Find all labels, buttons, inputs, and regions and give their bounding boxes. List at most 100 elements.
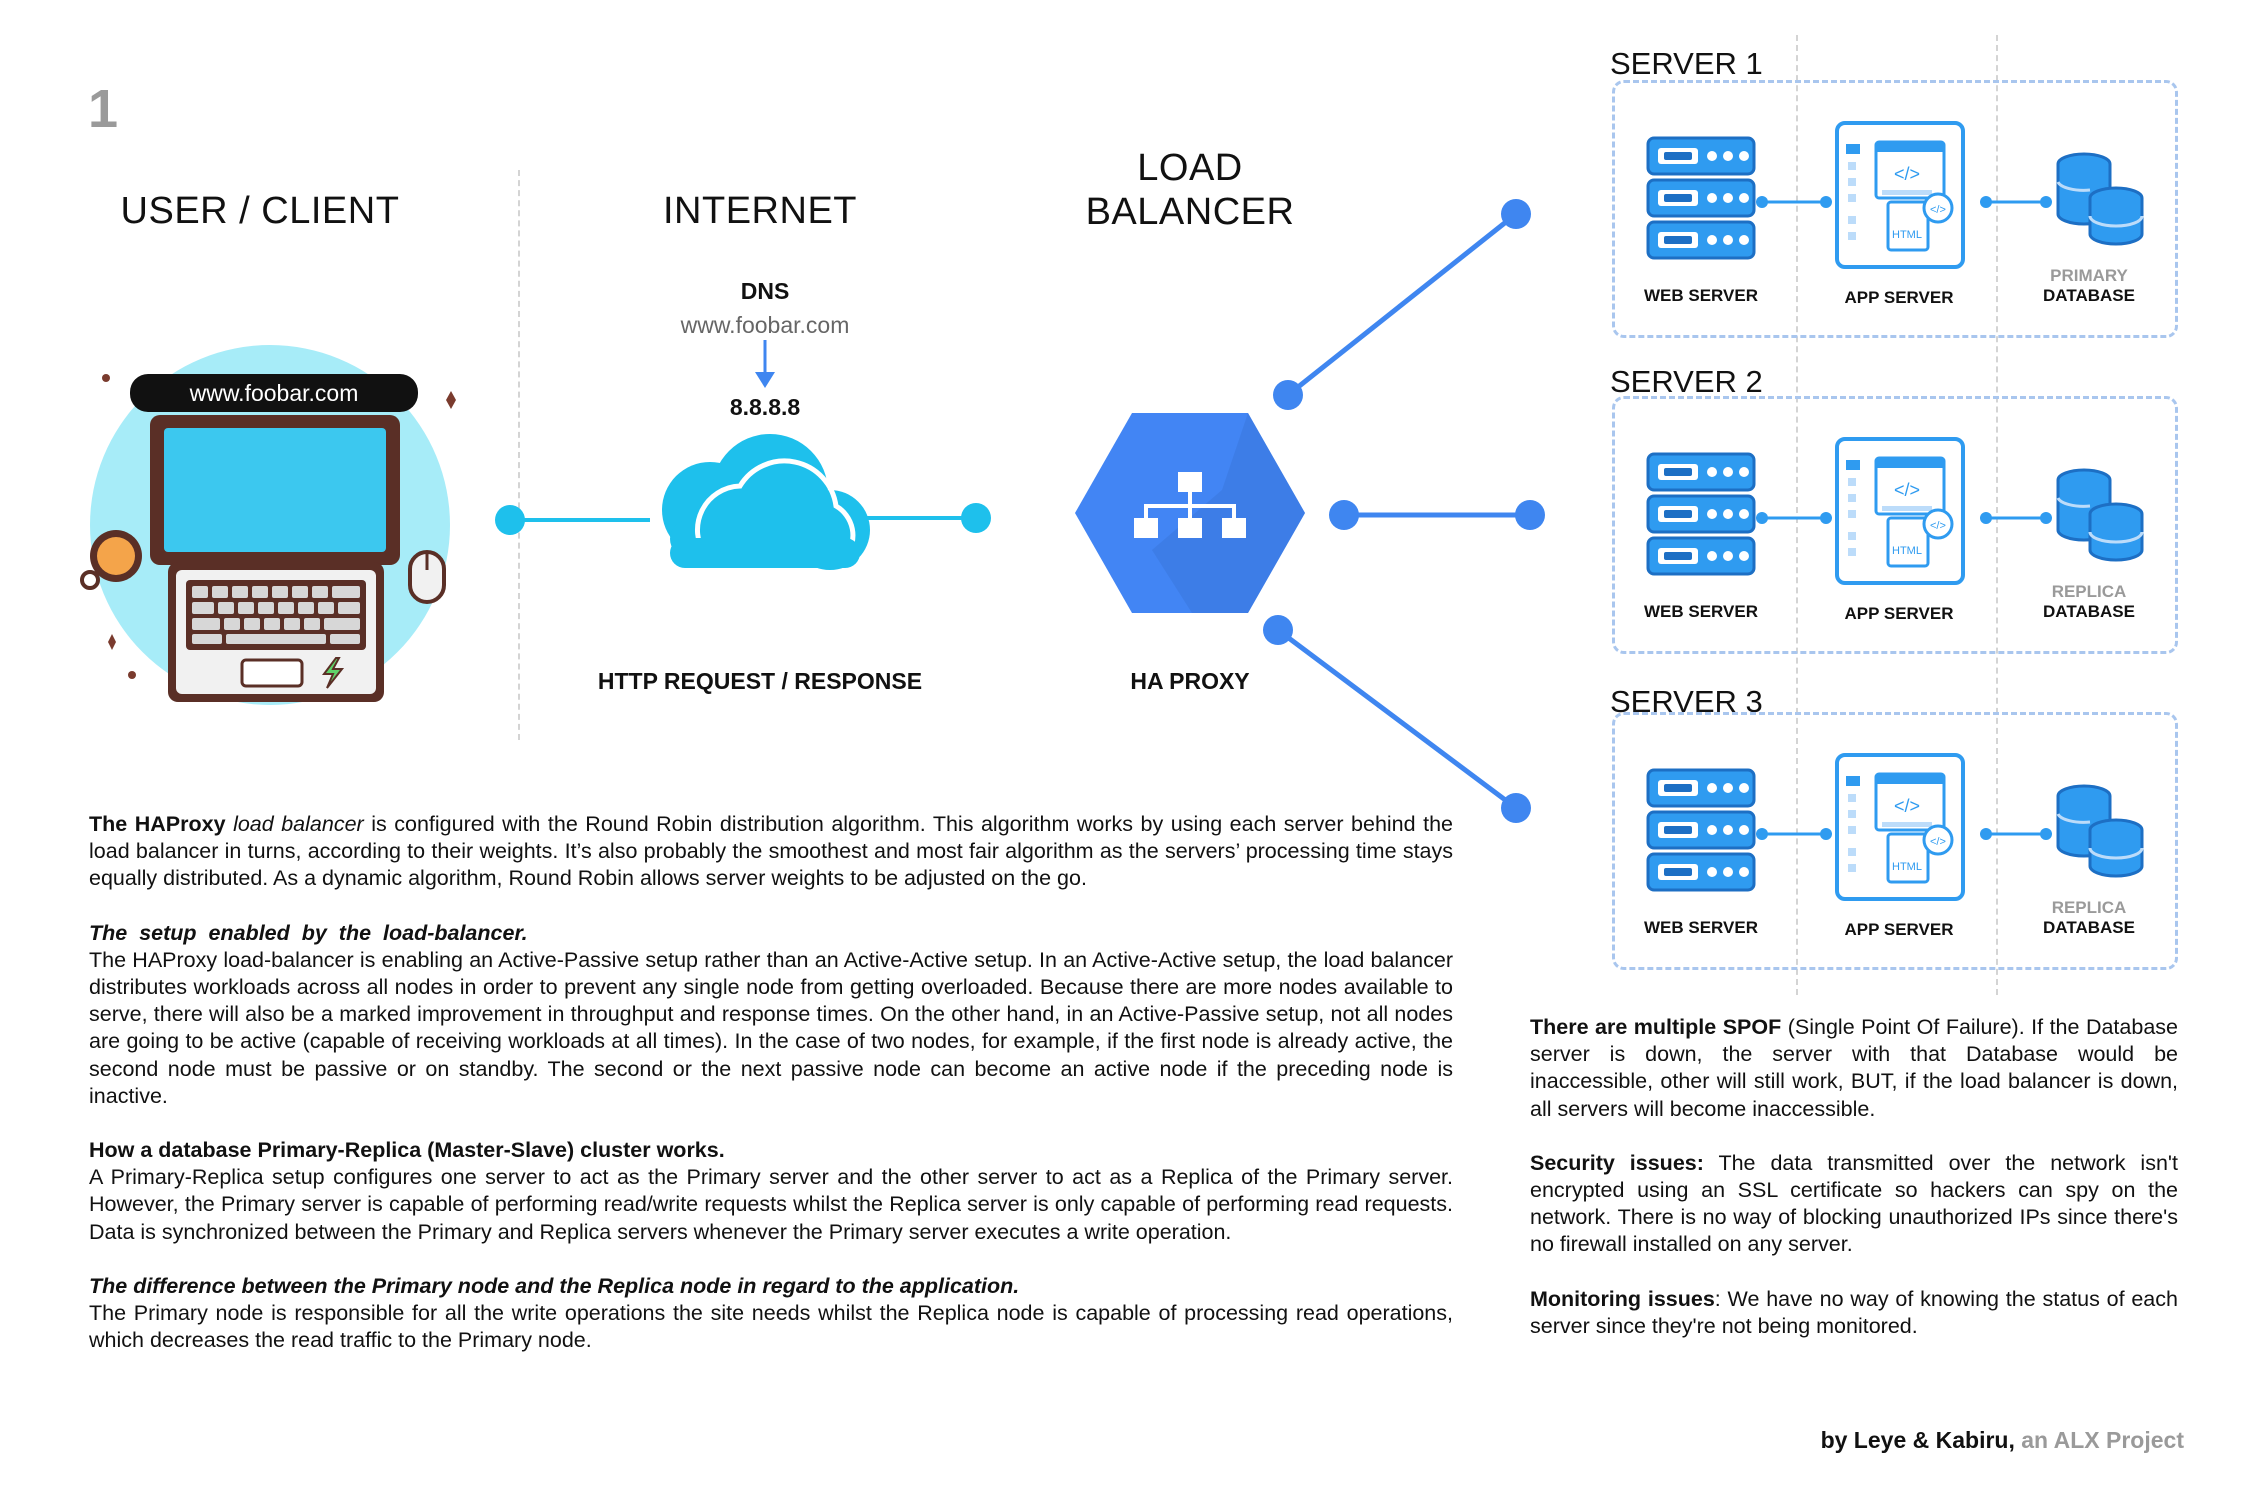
divider-client-internet (518, 170, 520, 740)
haproxy-hexagon-icon (1075, 413, 1305, 613)
sparkle-dot (128, 671, 136, 679)
node-dot-server3 (1501, 793, 1531, 823)
divider-servers-2 (1996, 35, 1998, 995)
sparkle-star (108, 634, 116, 650)
app-server-icon: </> HTML </> (1834, 436, 1966, 591)
hexagon-shade (1152, 413, 1305, 613)
paragraph-security: Security issues: The data transmitted ov… (1530, 1150, 2178, 1259)
web-server-icon (1646, 134, 1756, 269)
side-text-block: There are multiple SPOF (Single Point Of… (1530, 1014, 2178, 1367)
title-lb-line2: BALANCER (1085, 191, 1295, 233)
app-server-label: APP SERVER (1844, 288, 1954, 307)
svg-text:</>: </> (1930, 836, 1946, 848)
database-icon (2052, 782, 2152, 887)
coffee-cup-handle (80, 570, 100, 590)
title-load-balancer: LOAD BALANCER (1070, 146, 1310, 234)
svg-text:</>: </> (1930, 520, 1946, 532)
database-type: DATABASE (2043, 918, 2135, 937)
link-lb-server1 (1286, 212, 1518, 397)
svg-text:HTML: HTML (1892, 545, 1922, 557)
node-dot-server1 (1501, 199, 1531, 229)
client-url-pill: www.foobar.com (130, 374, 418, 412)
server-box (1612, 396, 2178, 654)
app-server-icon: </> HTML </> (1834, 120, 1966, 275)
setup-text: The HAProxy load-balancer is enabling an… (89, 947, 1453, 1108)
node-dot-lb-3 (1263, 615, 1293, 645)
monitoring-heading: Monitoring issues (1530, 1286, 1715, 1311)
app-server-icon: </>HTML</> (1834, 752, 1966, 907)
database-role: REPLICA (2051, 582, 2127, 601)
cloud-icon (662, 434, 870, 570)
app-server-label: APP SERVER (1844, 604, 1954, 623)
svg-text:</>: </> (1894, 480, 1920, 500)
main-text-block: The HAProxy load balancer is configured … (89, 811, 1453, 1381)
sparkle-star (446, 391, 456, 409)
setup-heading: The setup enabled by the load-balancer. (89, 920, 528, 945)
security-text: The data transmitted over the network is… (1530, 1150, 2178, 1257)
haproxy-term: The HAProxy (89, 812, 226, 836)
spof-text: (Single Point Of Failure). If the Databa… (1530, 1015, 2178, 1121)
database-icon (2052, 466, 2152, 571)
dns-label: DNS (740, 278, 790, 304)
sparkle-dot (102, 374, 110, 382)
server-connectors (1756, 824, 2056, 849)
node-dot-server2 (1515, 500, 1545, 530)
title-lb-line1: LOAD (1137, 147, 1243, 189)
spof-heading: There are multiple SPOF (1530, 1015, 1782, 1039)
credit-project: an ALX Project (2014, 1427, 2184, 1453)
security-heading: Security issues: (1530, 1150, 1704, 1175)
title-user-client: USER / CLIENT (120, 190, 400, 232)
web-server-label: WEB SERVER (1644, 286, 1758, 305)
haproxy-label: HA PROXY (1130, 668, 1250, 694)
database-type: DATABASE (2043, 602, 2135, 621)
http-link-label: HTTP REQUEST / RESPONSE (597, 668, 923, 694)
network-tree-icon (1134, 472, 1246, 538)
link-lb-server3 (1276, 627, 1518, 811)
paragraph-algorithm: The HAProxy load balancer is configured … (89, 811, 1453, 893)
difference-text: The Primary node is responsible for all … (89, 1301, 1453, 1353)
web-server-label: WEB SERVER (1644, 602, 1758, 621)
paragraph-setup: The setup enabled by the load-balancer.T… (89, 920, 1453, 1110)
primary-replica-heading: How a database Primary-Replica (Master-S… (89, 1138, 725, 1163)
paragraph-difference: The difference between the Primary node … (89, 1273, 1453, 1355)
page-number: 1 (88, 79, 119, 139)
web-server-label: WEB SERVER (1644, 918, 1758, 937)
web-server-icon (1646, 450, 1756, 585)
database-type: DATABASE (2043, 286, 2135, 305)
web-server-icon (1646, 766, 1756, 901)
laptop-touchpad (240, 658, 304, 688)
mouse-icon (408, 550, 446, 604)
title-internet: INTERNET (663, 190, 857, 232)
coffee-surface (97, 537, 135, 575)
paragraph-monitoring: Monitoring issues: We have no way of kno… (1530, 1286, 2178, 1340)
database-role: PRIMARY (2050, 266, 2128, 285)
credit-line: by Leye & Kabiru, an ALX Project (1700, 1427, 2184, 1454)
node-dot-lb-1 (1273, 380, 1303, 410)
app-server-label: APP SERVER (1844, 920, 1954, 939)
power-bolt-icon (322, 657, 345, 689)
svg-text:HTML: HTML (1892, 229, 1922, 241)
node-dot-internet (961, 503, 991, 533)
load-balancer-term: load balancer (233, 812, 364, 836)
paragraph-spof: There are multiple SPOF (Single Point Of… (1530, 1014, 2178, 1123)
credit-authors: by Leye & Kabiru, (1820, 1427, 2015, 1453)
node-dot-lb-2 (1329, 500, 1359, 530)
keyboard-keys (192, 586, 360, 644)
svg-text:</>: </> (1930, 204, 1946, 216)
server-title: SERVER 2 (1610, 364, 1763, 399)
database-role: REPLICA (2051, 898, 2127, 917)
svg-text:</>: </> (1894, 164, 1920, 184)
difference-heading: The difference between the Primary node … (89, 1273, 1020, 1298)
server-connectors (1756, 508, 2056, 533)
algorithm-text: is configured with the Round Robin distr… (89, 812, 1453, 891)
laptop-screen (164, 428, 386, 552)
laptop-illustration (80, 345, 456, 705)
dns-arrow-icon (755, 372, 775, 388)
database-icon (2052, 150, 2152, 255)
server-box (1612, 80, 2178, 338)
paragraph-primary-replica: How a database Primary-Replica (Master-S… (89, 1137, 1453, 1246)
server-box (1612, 712, 2178, 970)
